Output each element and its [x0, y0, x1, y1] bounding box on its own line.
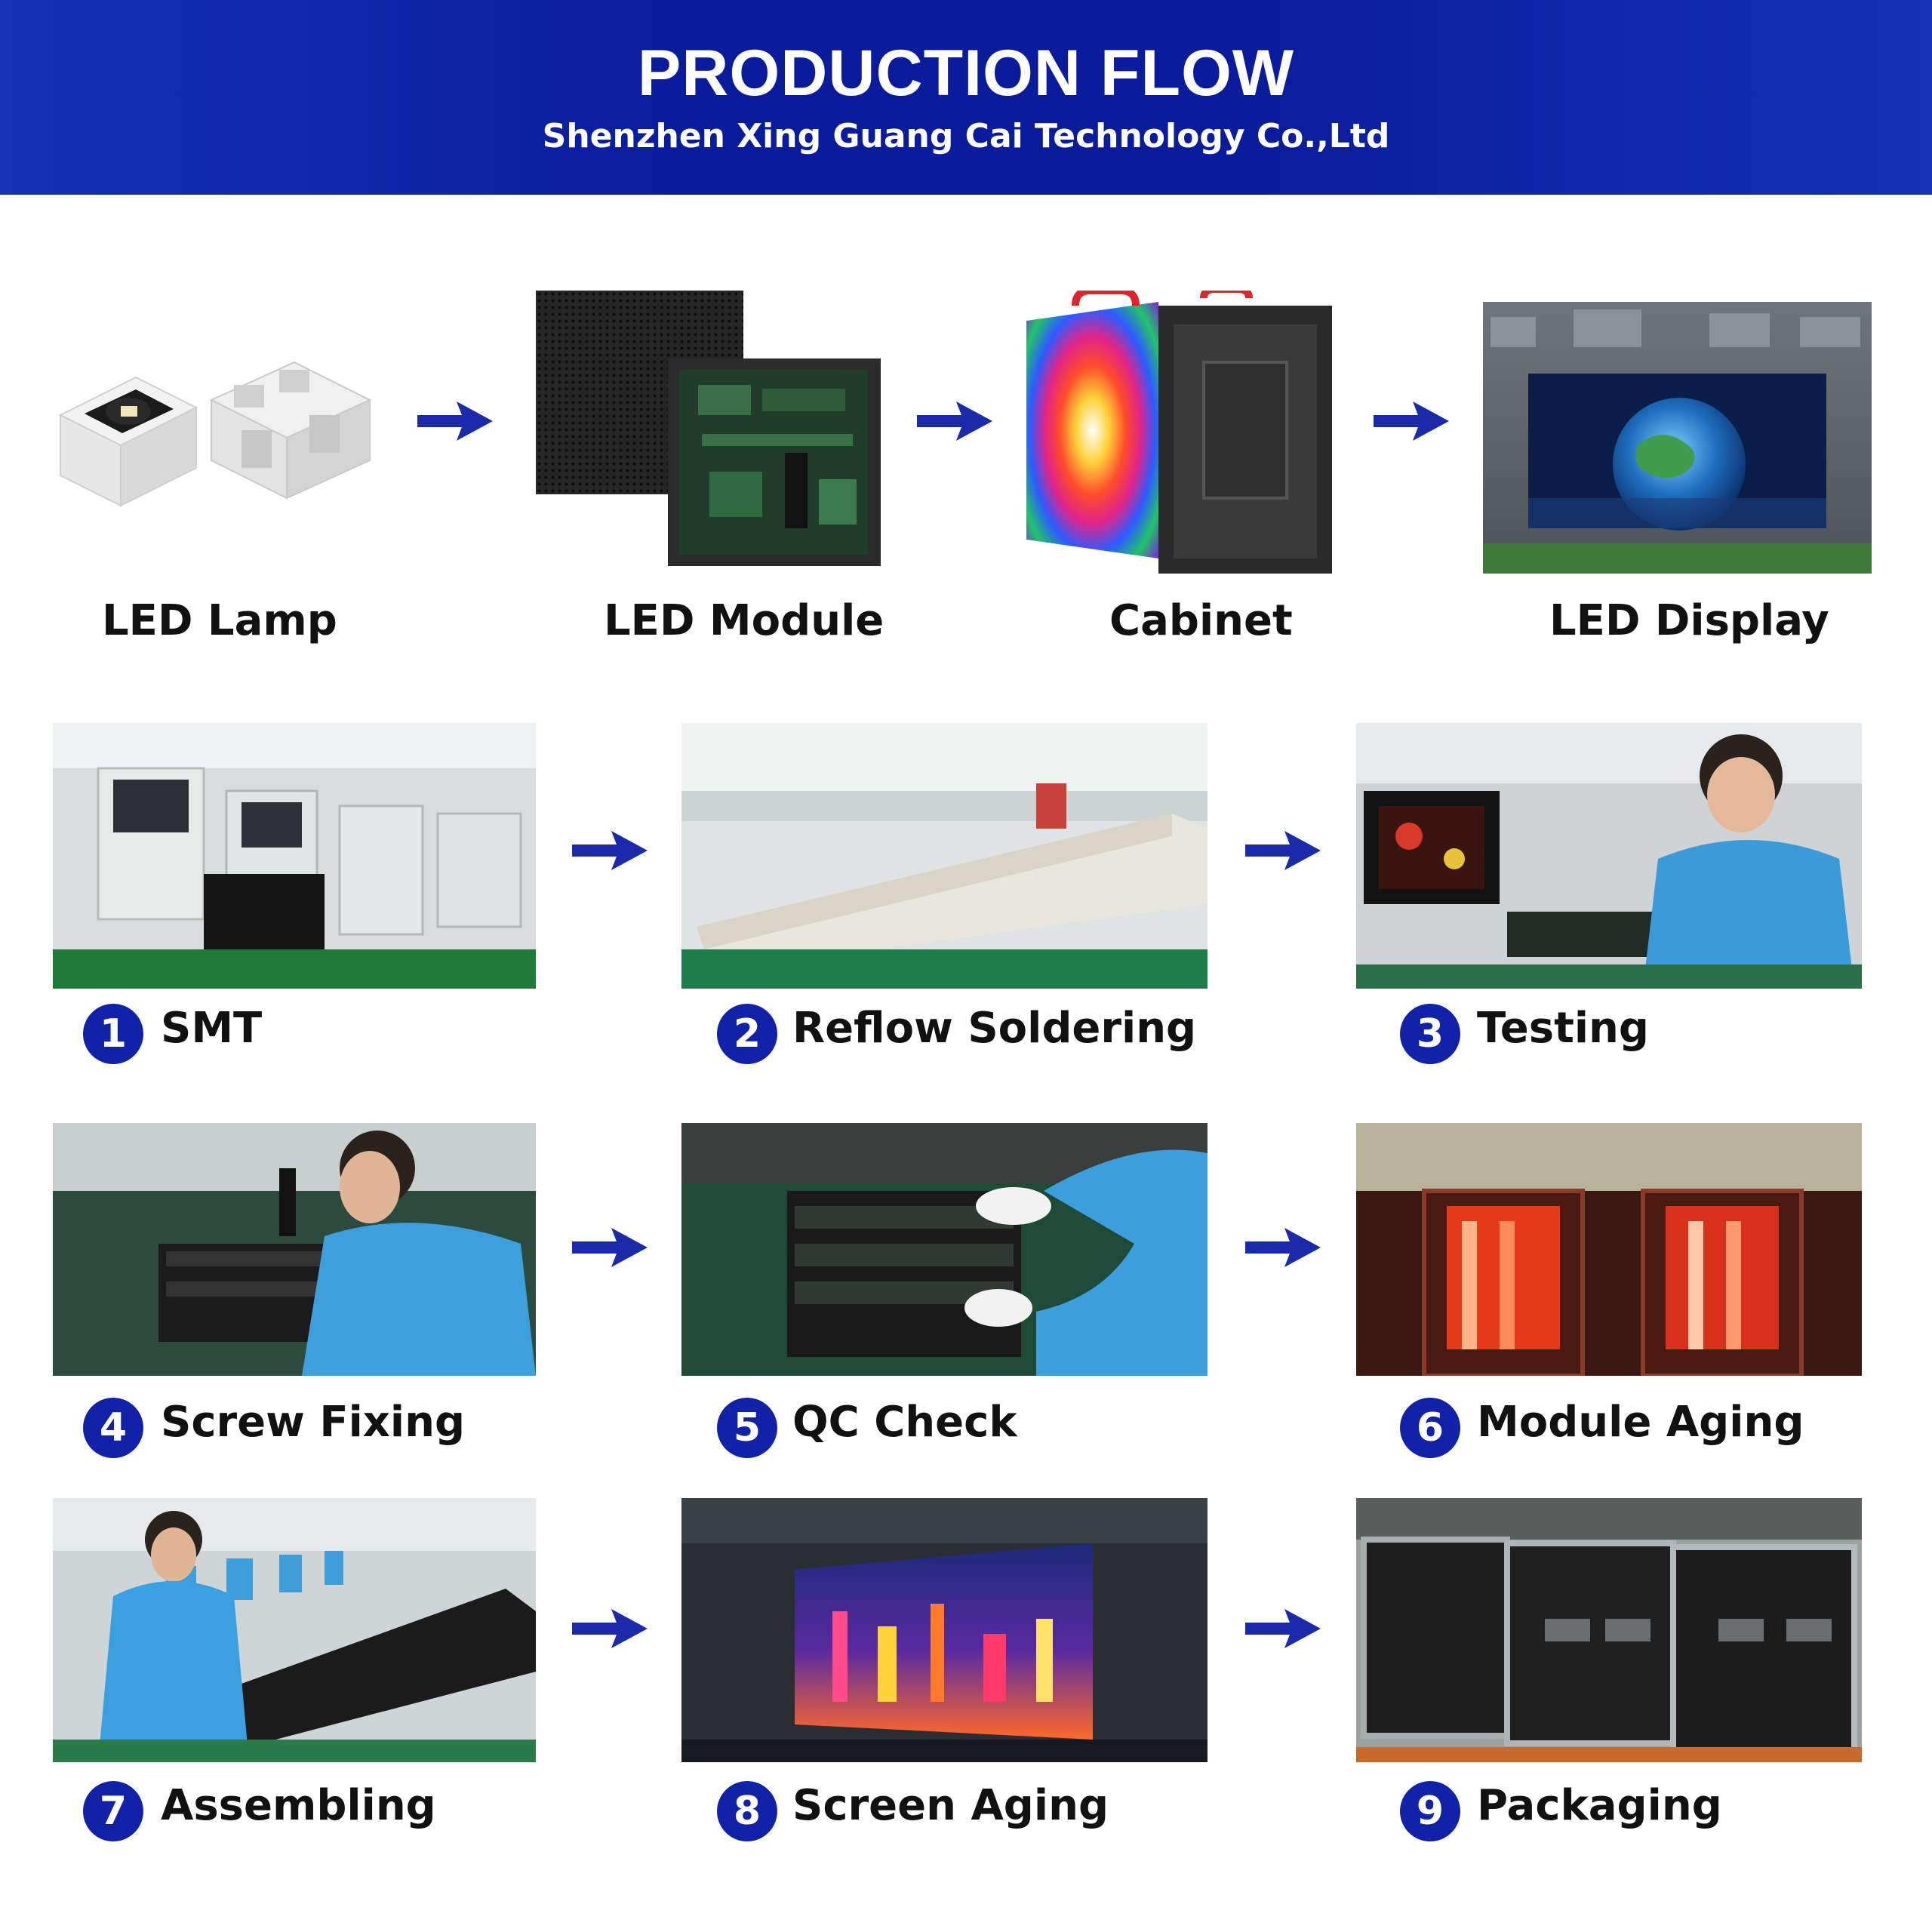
step-label-screen-aging: Screen Aging — [792, 1781, 1109, 1830]
reflow-soldering-photo — [681, 723, 1208, 989]
module-aging-photo — [1356, 1123, 1862, 1376]
step-number-badge: 8 — [717, 1781, 777, 1841]
step-number-badge: 5 — [717, 1398, 777, 1458]
led-module-image — [536, 291, 881, 566]
top-flow-label-cabinet: Cabinet — [1109, 596, 1293, 645]
led-display-image — [1483, 302, 1872, 574]
step-label-smt: SMT — [161, 1004, 263, 1053]
arrow-right-icon — [1245, 1606, 1321, 1651]
arrow-right-icon — [1245, 828, 1321, 873]
cabinet-image — [1026, 291, 1332, 574]
company-name: Shenzhen Xing Guang Cai Technology Co.,L… — [542, 117, 1390, 155]
arrow-right-icon — [1374, 398, 1449, 444]
qc-check-photo — [681, 1123, 1208, 1376]
screw-fixing-photo — [53, 1123, 536, 1376]
step-label-reflow-soldering: Reflow Soldering — [792, 1004, 1197, 1053]
step-number-badge: 3 — [1400, 1004, 1460, 1064]
step-number-badge: 1 — [83, 1004, 143, 1064]
arrow-right-icon — [1245, 1225, 1321, 1270]
step-number-badge: 6 — [1400, 1398, 1460, 1458]
led-lamp-image — [58, 361, 372, 507]
step-label-module-aging: Module Aging — [1477, 1398, 1804, 1447]
step-label-screw-fixing: Screw Fixing — [161, 1398, 466, 1447]
step-number-badge: 4 — [83, 1398, 143, 1458]
step-label-qc-check: QC Check — [792, 1398, 1017, 1447]
step-label-testing: Testing — [1477, 1004, 1649, 1053]
arrow-right-icon — [572, 1606, 648, 1651]
smt-photo — [53, 723, 536, 989]
top-flow-label-led-lamp: LED Lamp — [102, 596, 337, 645]
step-number-badge: 9 — [1400, 1781, 1460, 1841]
assembling-photo — [53, 1498, 536, 1762]
arrow-right-icon — [917, 398, 992, 444]
step-label-packaging: Packaging — [1477, 1781, 1722, 1830]
step-number-badge: 7 — [83, 1781, 143, 1841]
arrow-right-icon — [572, 1225, 648, 1270]
step-label-assembling: Assembling — [161, 1781, 436, 1830]
page-title: PRODUCTION FLOW — [637, 37, 1295, 109]
screen-aging-photo — [681, 1498, 1208, 1762]
top-flow-label-led-module: LED Module — [604, 596, 884, 645]
top-flow-label-led-display: LED Display — [1549, 596, 1829, 645]
testing-photo — [1356, 723, 1862, 989]
arrow-right-icon — [572, 828, 648, 873]
step-number-badge: 2 — [717, 1004, 777, 1064]
header-banner: PRODUCTION FLOW Shenzhen Xing Guang Cai … — [0, 0, 1932, 195]
packaging-photo — [1356, 1498, 1862, 1762]
arrow-right-icon — [417, 398, 493, 444]
